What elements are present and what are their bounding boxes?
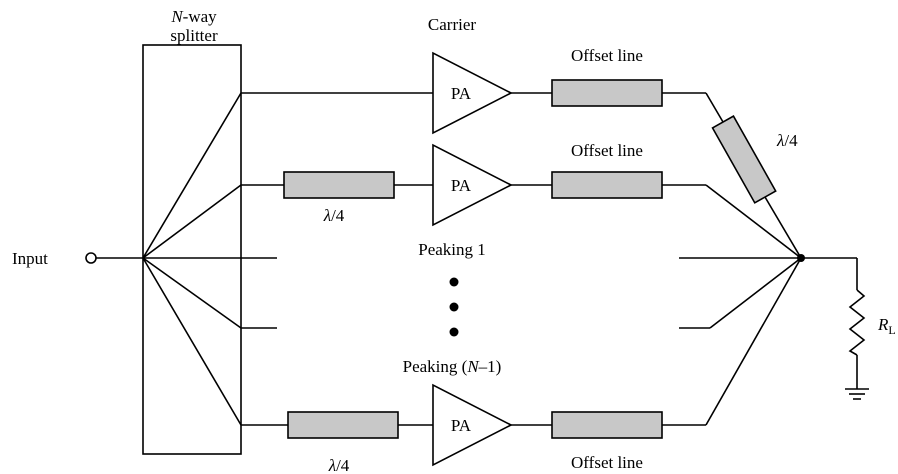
peaking1-offset-line-label: Offset line	[571, 141, 643, 160]
splitter: N-way splitter	[142, 7, 242, 455]
peakingN-label: Peaking (N–1)	[403, 357, 502, 376]
input-label: Input	[12, 249, 48, 268]
peaking1-amplifier-label: PA	[451, 176, 472, 195]
ellipsis-dot	[449, 277, 459, 287]
peakingN-amplifier	[432, 383, 513, 467]
splitter-label-line2: splitter	[170, 26, 218, 45]
peakingN-quarter-wave-label: λ/4	[328, 456, 350, 474]
splitter-label-line1: N-way	[170, 7, 217, 26]
output-load: RL	[797, 254, 896, 400]
carrier-offset-line	[551, 79, 663, 107]
load-resistor	[848, 289, 866, 356]
carrier-quarter-wave-label: λ/4	[776, 131, 798, 150]
carrier-label: Carrier	[428, 15, 476, 34]
peaking1-amplifier	[432, 143, 513, 227]
ellipsis-dots	[449, 277, 459, 337]
peaking1-quarter-wave-label: λ/4	[323, 206, 345, 225]
peakingN-offset-line	[551, 411, 663, 439]
peakingN-offset-line-label: Offset line	[571, 453, 643, 472]
input-terminal	[85, 252, 97, 264]
ellipsis-dot	[449, 302, 459, 312]
peakingN-quarter-wave-line	[287, 411, 399, 439]
intermediate-branch-stubs	[241, 257, 802, 329]
peaking1-label: Peaking 1	[418, 240, 486, 259]
peaking1-quarter-wave-line	[283, 171, 395, 199]
carrier-quarter-wave-line	[711, 115, 777, 204]
splitter-fan-lines	[142, 92, 242, 426]
peaking1-offset-line	[551, 171, 663, 199]
load-label: RL	[877, 315, 896, 337]
ellipsis-dot	[449, 327, 459, 337]
peaking1-branch: λ/4 PA Offset line Peaking 1	[241, 141, 802, 259]
carrier-offset-line-label: Offset line	[571, 46, 643, 65]
carrier-branch: Carrier PA Offset line λ/4	[241, 15, 802, 259]
input-port: Input	[12, 249, 143, 268]
carrier-amplifier-label: PA	[451, 84, 472, 103]
peakingN-amplifier-label: PA	[451, 416, 472, 435]
peakingN-branch: Peaking (N–1) λ/4 PA Offset line	[241, 257, 802, 474]
carrier-amplifier	[432, 51, 513, 135]
splitter-box	[142, 44, 242, 455]
